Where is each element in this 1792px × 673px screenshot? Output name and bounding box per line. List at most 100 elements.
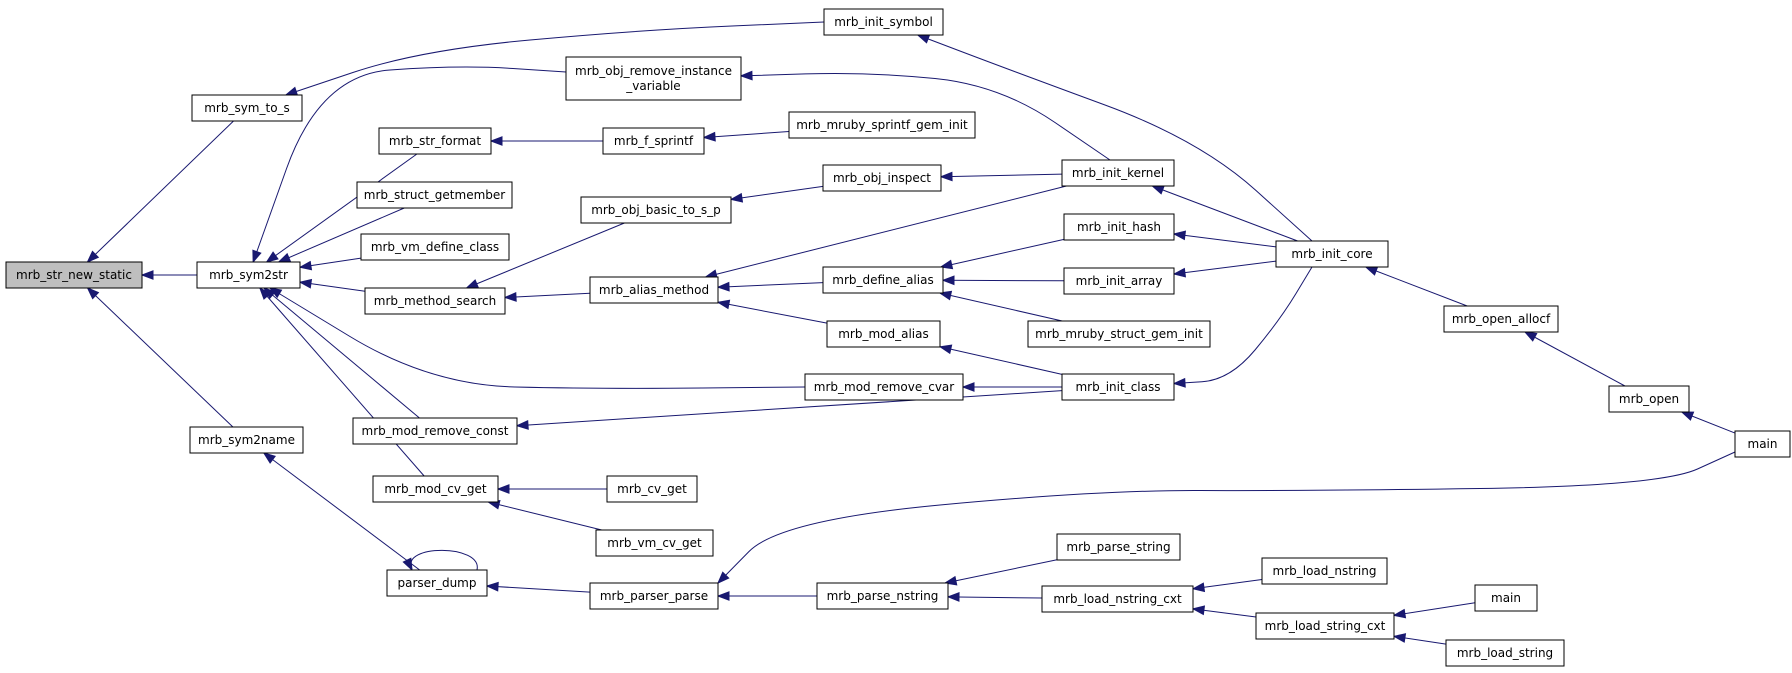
node-n8[interactable]: mrb_vm_define_class [360,233,510,261]
node-n35-box[interactable] [1474,584,1538,612]
node-n7-box[interactable] [356,181,513,209]
node-n33[interactable]: mrb_load_nstring [1261,557,1388,585]
node-n24-label: mrb_parse_nstring [827,589,939,603]
node-n11-box[interactable] [372,475,499,503]
node-n3-box[interactable] [189,426,304,454]
node-n15[interactable]: mrb_obj_basic_to_s_p [580,196,732,224]
node-n22-box[interactable] [595,529,714,557]
node-n39-box[interactable] [1734,430,1791,458]
edge-n39-to-n23 [717,451,1736,584]
node-n25-box[interactable] [1061,159,1175,187]
node-n1-box[interactable] [191,94,303,122]
node-n7[interactable]: mrb_struct_getmember [356,181,513,209]
node-n33-label: mrb_load_nstring [1273,564,1377,578]
node-n11[interactable]: mrb_mod_cv_get [372,475,499,503]
node-n38-box[interactable] [1608,385,1690,413]
node-n20-box[interactable] [804,373,964,401]
node-n37-label: mrb_open_allocf [1452,312,1551,326]
edge-n12-to-n3-arrowhead [262,452,276,464]
node-n29[interactable]: mrb_init_class [1061,373,1175,401]
node-n33-box[interactable] [1261,557,1388,585]
node-n35-label: main [1491,591,1521,605]
node-n12-box[interactable] [386,569,488,597]
node-n29-box[interactable] [1061,373,1175,401]
node-n26[interactable]: mrb_init_hash [1063,213,1175,241]
edge-n14-to-n13-line [703,131,790,138]
node-n1[interactable]: mrb_sym_to_s [191,94,303,122]
node-n25[interactable]: mrb_init_kernel [1061,159,1175,187]
node-n12[interactable]: parser_dump [386,569,488,597]
node-n28-box[interactable] [1027,320,1211,348]
node-n35[interactable]: main [1474,584,1538,612]
edge-n17-to-n9 [503,291,591,302]
edge-n23-to-n12-arrowhead [485,581,499,592]
node-n36[interactable]: mrb_load_string [1445,639,1565,667]
node-n28[interactable]: mrb_mruby_struct_gem_init [1027,320,1211,348]
node-n17[interactable]: mrb_alias_method [589,276,719,304]
node-n34-box[interactable] [1255,612,1395,640]
edge-n1-to-n0-line [87,120,234,263]
node-n9[interactable]: mrb_method_search [364,287,506,315]
node-n30-box[interactable] [1275,240,1389,268]
node-n10-box[interactable] [352,417,518,445]
node-n23[interactable]: mrb_parser_parse [589,582,719,610]
node-n8-box[interactable] [360,233,510,261]
node-n13-box[interactable] [602,127,705,155]
node-n4-box[interactable] [823,8,944,36]
node-n13[interactable]: mrb_f_sprintf [602,127,705,155]
edge-n17-to-n9-arrowhead [503,291,517,302]
node-n32-box[interactable] [1041,585,1194,613]
node-n26-box[interactable] [1063,213,1175,241]
node-n27-box[interactable] [1063,267,1175,295]
node-n31[interactable]: mrb_parse_string [1056,533,1181,561]
node-n14-box[interactable] [788,111,976,139]
node-n16-box[interactable] [822,164,942,192]
node-n24-box[interactable] [816,582,949,610]
edge-n11-to-n2 [258,286,425,477]
node-n7-label: mrb_struct_getmember [364,188,506,202]
node-n16[interactable]: mrb_obj_inspect [822,164,942,192]
node-n0[interactable]: mrb_str_new_static [5,261,143,289]
node-n30[interactable]: mrb_init_core [1275,240,1389,268]
node-n17-box[interactable] [589,276,719,304]
node-n2[interactable]: mrb_sym2str [196,261,301,289]
node-n36-box[interactable] [1445,639,1565,667]
node-n14[interactable]: mrb_mruby_sprintf_gem_init [788,111,976,139]
edge-n13-to-n6 [489,136,603,146]
node-n38[interactable]: mrb_open [1608,385,1690,413]
node-n18-box[interactable] [822,266,944,294]
node-n6-box[interactable] [378,127,492,155]
edge-n33-to-n32-arrowhead [1191,582,1206,593]
node-n18[interactable]: mrb_define_alias [822,266,944,294]
node-n28-label: mrb_mruby_struct_gem_init [1035,327,1203,341]
node-n5-box[interactable] [565,56,742,101]
edge-n6-to-n2 [265,153,418,263]
node-n24[interactable]: mrb_parse_nstring [816,582,949,610]
node-n10[interactable]: mrb_mod_remove_const [352,417,518,445]
node-n3[interactable]: mrb_sym2name [189,426,304,454]
node-n23-box[interactable] [589,582,719,610]
node-n22[interactable]: mrb_vm_cv_get [595,529,714,557]
node-n19[interactable]: mrb_mod_alias [826,320,941,348]
node-n15-box[interactable] [580,196,732,224]
node-n2-box[interactable] [196,261,301,289]
node-n37-box[interactable] [1443,305,1559,333]
node-n9-box[interactable] [364,287,506,315]
node-n5[interactable]: mrb_obj_remove_instance_variable [565,56,742,101]
node-n39[interactable]: main [1734,430,1791,458]
node-n0-box[interactable] [5,261,143,289]
node-n34[interactable]: mrb_load_string_cxt [1255,612,1395,640]
edge-n30-to-n4-line [917,34,1313,242]
node-n19-box[interactable] [826,320,941,348]
node-n4[interactable]: mrb_init_symbol [823,8,944,36]
node-n31-box[interactable] [1056,533,1181,561]
node-n27[interactable]: mrb_init_array [1063,267,1175,295]
node-n21[interactable]: mrb_cv_get [606,475,698,503]
node-n21-box[interactable] [606,475,698,503]
node-n32[interactable]: mrb_load_nstring_cxt [1041,585,1194,613]
node-n37[interactable]: mrb_open_allocf [1443,305,1559,333]
node-n39-label: main [1748,437,1778,451]
node-n20[interactable]: mrb_mod_remove_cvar [804,373,964,401]
node-n6[interactable]: mrb_str_format [378,127,492,155]
